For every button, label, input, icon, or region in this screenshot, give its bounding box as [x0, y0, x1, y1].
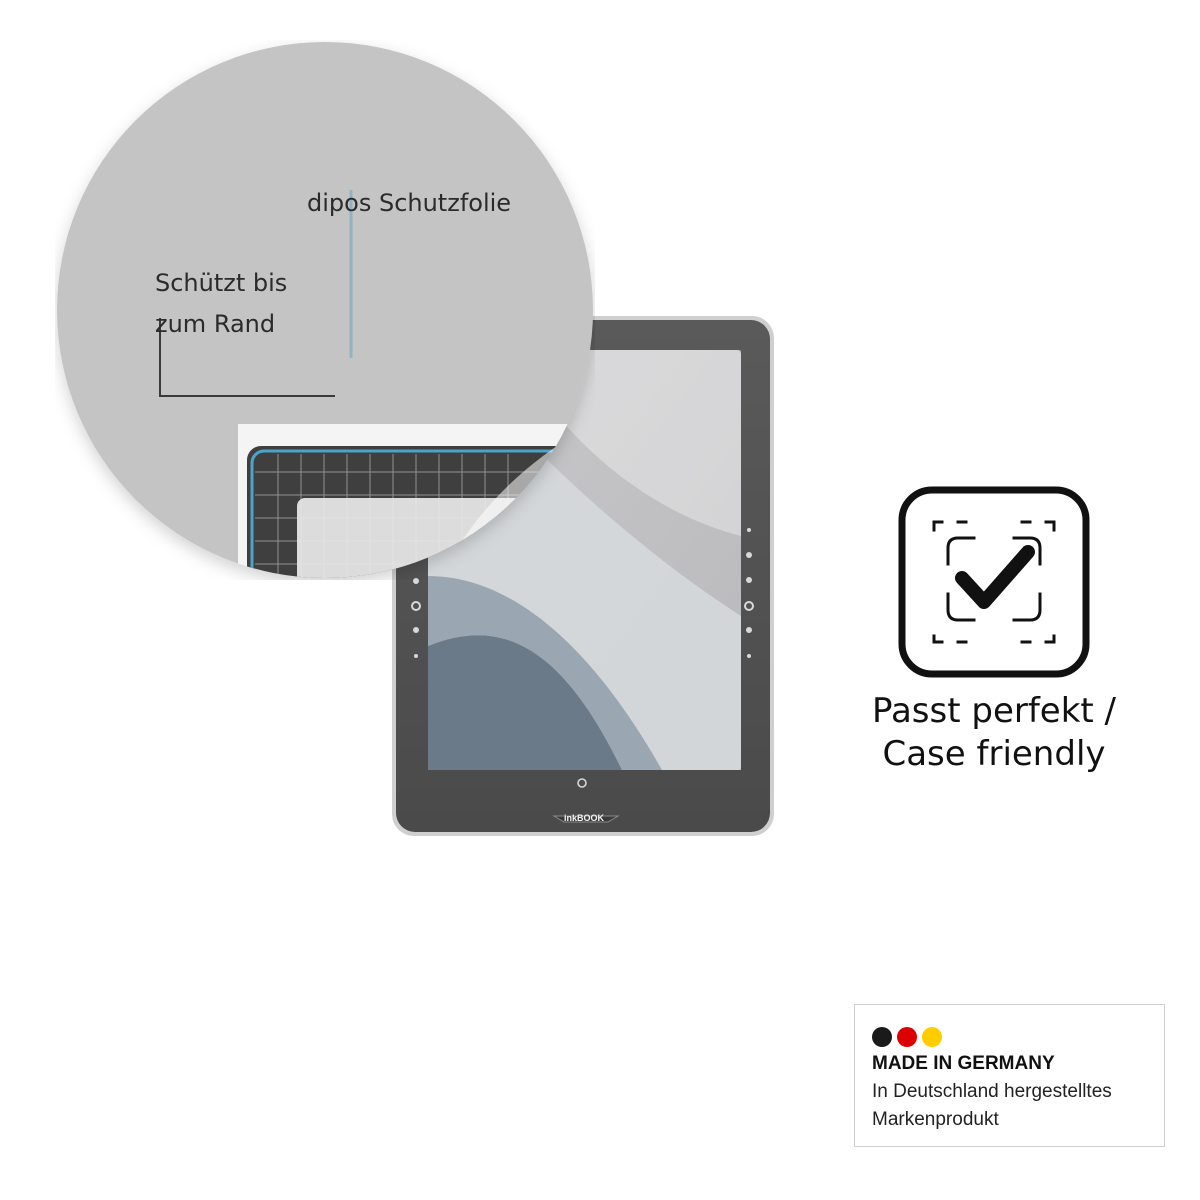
brand-text: inkBOOK [564, 813, 605, 823]
zoom-detail-callout: dipos Schutzfolie Schützt bis zum Rand [55, 40, 595, 580]
edge-protection-label-line1: Schützt bis [155, 269, 288, 297]
screen-wave-dark [428, 635, 622, 770]
zoom-screen [297, 498, 593, 578]
home-button [577, 778, 587, 788]
flag-dot-red [897, 1027, 917, 1047]
brand-plate [552, 815, 620, 823]
case-friendly-caption: Passt perfekt / Case friendly [838, 690, 1150, 776]
left-side-buttons [411, 578, 421, 658]
right-side-buttons [744, 528, 754, 658]
corner-check-icon [898, 486, 1090, 678]
edge-indicator-line [159, 318, 335, 397]
caption-line1: Passt perfekt / [871, 691, 1117, 731]
made-in-germany-badge: MADE IN GERMANY In Deutschland hergestel… [854, 1004, 1165, 1147]
zoom-circle-graphic [57, 42, 593, 578]
badge-title: MADE IN GERMANY [872, 1053, 1055, 1074]
caption-line2: Case friendly [882, 734, 1106, 774]
badge-line2: Markenprodukt [872, 1109, 999, 1130]
flag-dot-gold [922, 1027, 942, 1047]
zoom-film-edge [250, 449, 593, 578]
badge-line1: In Deutschland hergestelltes [872, 1081, 1112, 1102]
flag-dot-black [872, 1027, 892, 1047]
edge-protection-label-line2: zum Rand [155, 310, 276, 338]
film-label: dipos Schutzfolie [307, 189, 512, 217]
screen-wave-mid [428, 576, 662, 770]
